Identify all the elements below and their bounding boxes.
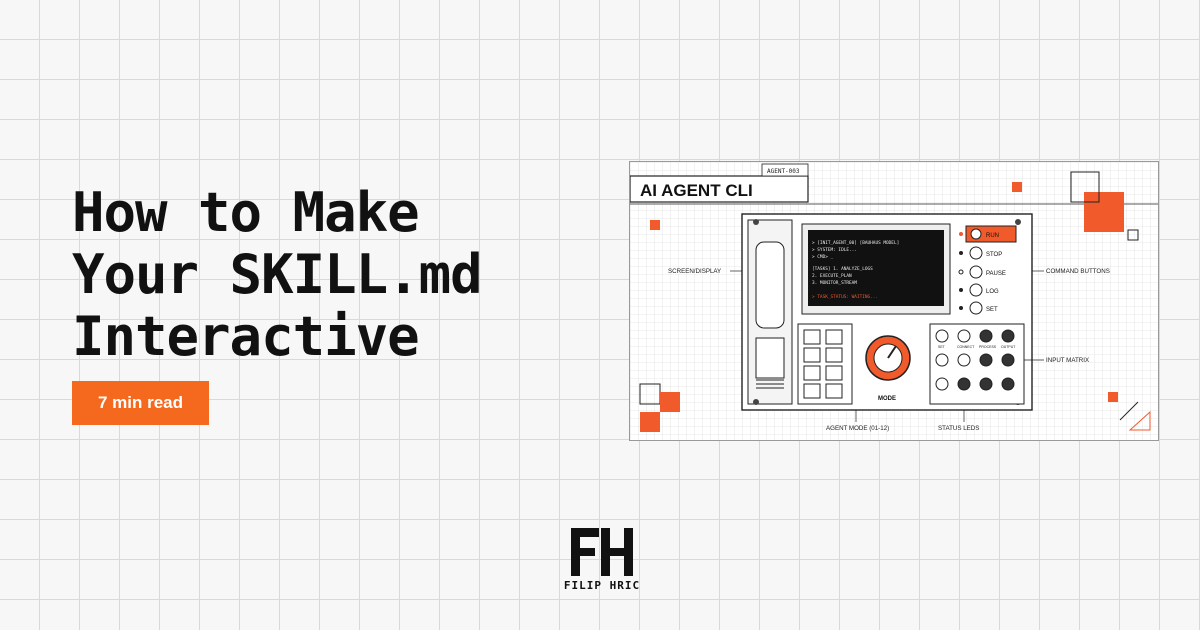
illus-title-box	[630, 175, 809, 203]
ai-agent-cli-illustration: AI AGENT CLI AGENT-003 > [INIT_AGENT_00]…	[629, 161, 1159, 441]
matrix-label: SET	[938, 345, 946, 349]
callout-commands: COMMAND BUTTONS	[1046, 268, 1110, 275]
screen-line: 3. MONITOR_STREAM	[812, 280, 857, 286]
title-line-1: How to Make	[72, 181, 420, 244]
screen-line: [TASKS] 1. ANALYZE_LOGS	[812, 266, 873, 272]
title-line-2: Your SKILL.md	[72, 243, 483, 306]
cmd-log-label: LOG	[986, 289, 999, 295]
article-title: How to Make Your SKILL.md Interactive	[72, 181, 483, 368]
matrix-label: OUTPUT	[1001, 345, 1016, 349]
read-time-badge: 7 min read	[72, 381, 209, 425]
author-name: FILIP HRIC	[563, 579, 641, 592]
callout-matrix: INPUT MATRIX	[1046, 357, 1089, 364]
illus-title: AI AGENT CLI	[640, 181, 753, 200]
illus-tag: AGENT-003	[767, 168, 800, 175]
cmd-set-label: SET	[986, 307, 998, 313]
callout-agent-mode: AGENT MODE (01-12)	[826, 425, 889, 432]
screen-line: > [INIT_AGENT_00] [BAUHAUS MODEL]	[812, 240, 899, 246]
author-logo: FILIP HRIC	[556, 528, 648, 598]
cmd-stop-label: STOP	[986, 252, 1002, 258]
callout-status-leds: STATUS LEDS	[938, 425, 979, 432]
dial-label: MODE	[878, 396, 896, 402]
matrix-label: CONNECT	[957, 345, 975, 349]
screen-line: > TASK_STATUS: WAITING...	[812, 294, 878, 300]
deco-square	[1084, 192, 1124, 232]
screen-line: > SYSTEM: IDLE...	[812, 247, 857, 253]
matrix-label: PROCESS	[979, 345, 997, 349]
terminal-screen	[808, 230, 944, 306]
callout-screen: SCREEN/DISPLAY	[668, 268, 721, 275]
cmd-pause-label: PAUSE	[986, 271, 1006, 277]
fh-logo-mark	[571, 528, 633, 576]
screen-line: > CMD> _	[812, 254, 834, 260]
screen-line: 2. EXECUTE_PLAN	[812, 273, 852, 279]
cmd-run-label: RUN	[986, 233, 999, 239]
title-line-3: Interactive	[72, 305, 420, 368]
